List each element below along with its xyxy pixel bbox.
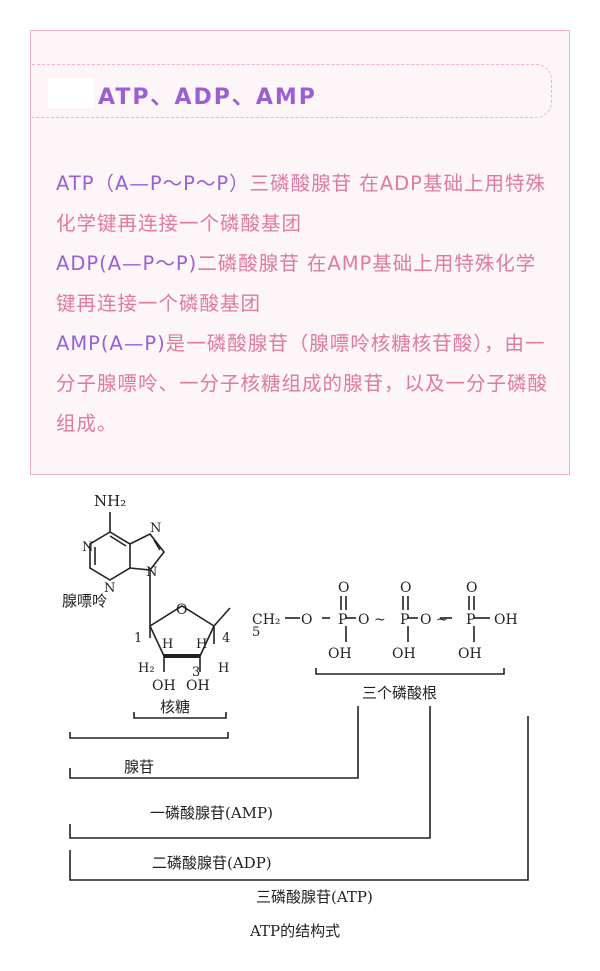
tilde-1: ~: [374, 612, 386, 628]
tilde-2: ~: [436, 612, 448, 628]
h2-label: H₂: [138, 661, 155, 676]
atp-bracket: [69, 716, 529, 881]
oh-p2: OH: [392, 646, 416, 662]
amp-bracket: [69, 706, 359, 779]
ring-oxygen: O: [176, 602, 187, 618]
atp-label: 三磷酸腺苷(ATP): [256, 888, 373, 906]
o-bridge-3: O: [420, 612, 431, 628]
phosphate-label: 三个磷酸根: [362, 684, 437, 702]
carbon-4-label: 4: [222, 631, 230, 646]
oh-c3: OH: [186, 678, 210, 694]
atp-structure-diagram: NH₂ N N N N 腺嘌呤 O 1 H H 4 H₂ H 3 OH OH 核…: [62, 492, 529, 940]
adp-bracket: [69, 706, 431, 839]
p-alpha: P: [338, 612, 347, 628]
atom-n-7: N: [150, 521, 161, 536]
o-bridge-1: O: [301, 612, 312, 628]
ch2-label: CH₂: [252, 612, 281, 628]
diagram-caption: ATP的结构式: [249, 922, 340, 940]
amp-formula: AMP(A—P): [56, 332, 166, 355]
atom-n-3: N: [104, 581, 115, 596]
o-double-1: O: [338, 580, 349, 596]
carbon-1-label: 1: [134, 631, 142, 646]
atp-formula: ATP（A—P～P～P）: [56, 172, 250, 195]
amp-desc: 是一磷酸腺苷（腺嘌呤核糖核苷酸），由一分子腺嘌呤、一分子核糖组成的腺苷，以及一分…: [56, 332, 549, 435]
atom-n-9: N: [146, 565, 157, 580]
h-c3: H: [196, 637, 207, 652]
card-body: ATP（A—P～P～P）三磷酸腺苷 在ADP基础上用特殊化学键再连接一个磷酸基团…: [56, 164, 556, 444]
o-bridge-2: O: [358, 612, 369, 628]
paragraph-adp: ADP(A—P～P)二磷酸腺苷 在AMP基础上用特殊化学键再连接一个磷酸基团: [56, 244, 556, 324]
atom-n-1: N: [82, 540, 93, 555]
atp-desc: 三磷酸腺苷 在ADP基础上用特殊化学键再连接一个磷酸基团: [56, 172, 546, 235]
phosphate-bracket: [315, 668, 505, 675]
nh2-label: NH₂: [94, 492, 126, 510]
adenine-label: 腺嘌呤: [62, 592, 107, 610]
adp-desc: 二磷酸腺苷 在AMP基础上用特殊化学键再连接一个磷酸基团: [56, 252, 537, 315]
carbon-5-label: 5: [252, 625, 260, 640]
adenosine-bracket: [69, 732, 229, 739]
adp-label: 二磷酸腺苷(ADP): [152, 854, 272, 872]
oh-c2: OH: [152, 678, 176, 694]
ribose-ring-top: [149, 605, 215, 627]
paragraph-atp: ATP（A—P～P～P）三磷酸腺苷 在ADP基础上用特殊化学键再连接一个磷酸基团: [56, 164, 556, 244]
paragraph-amp: AMP(A—P)是一磷酸腺苷（腺嘌呤核糖核苷酸），由一分子腺嘌呤、一分子核糖组成…: [56, 324, 556, 444]
p-beta: P: [400, 612, 409, 628]
title-bar: [32, 64, 552, 118]
h-c1: H: [162, 637, 173, 652]
oh-p3-right: OH: [494, 612, 518, 628]
p-gamma: P: [466, 612, 475, 628]
title-tab: [48, 78, 94, 108]
adenine-six-ring: [89, 531, 131, 581]
adenine-five-ring: [129, 532, 166, 571]
adp-formula: ADP(A—P～P): [56, 252, 198, 275]
oh-p3: OH: [458, 646, 482, 662]
oh-p1: OH: [328, 646, 352, 662]
h-c4: H: [218, 661, 229, 676]
ribose-label: 核糖: [160, 698, 190, 716]
o-double-2: O: [400, 580, 411, 596]
ribose-bracket: [133, 712, 227, 719]
o-double-3: O: [466, 580, 477, 596]
info-card: [30, 30, 570, 475]
adenosine-label: 腺苷: [124, 758, 154, 776]
carbon-3-label: 3: [192, 665, 200, 680]
amp-label: 一磷酸腺苷(AMP): [150, 804, 273, 822]
card-title: ATP、ADP、AMP: [98, 85, 317, 110]
